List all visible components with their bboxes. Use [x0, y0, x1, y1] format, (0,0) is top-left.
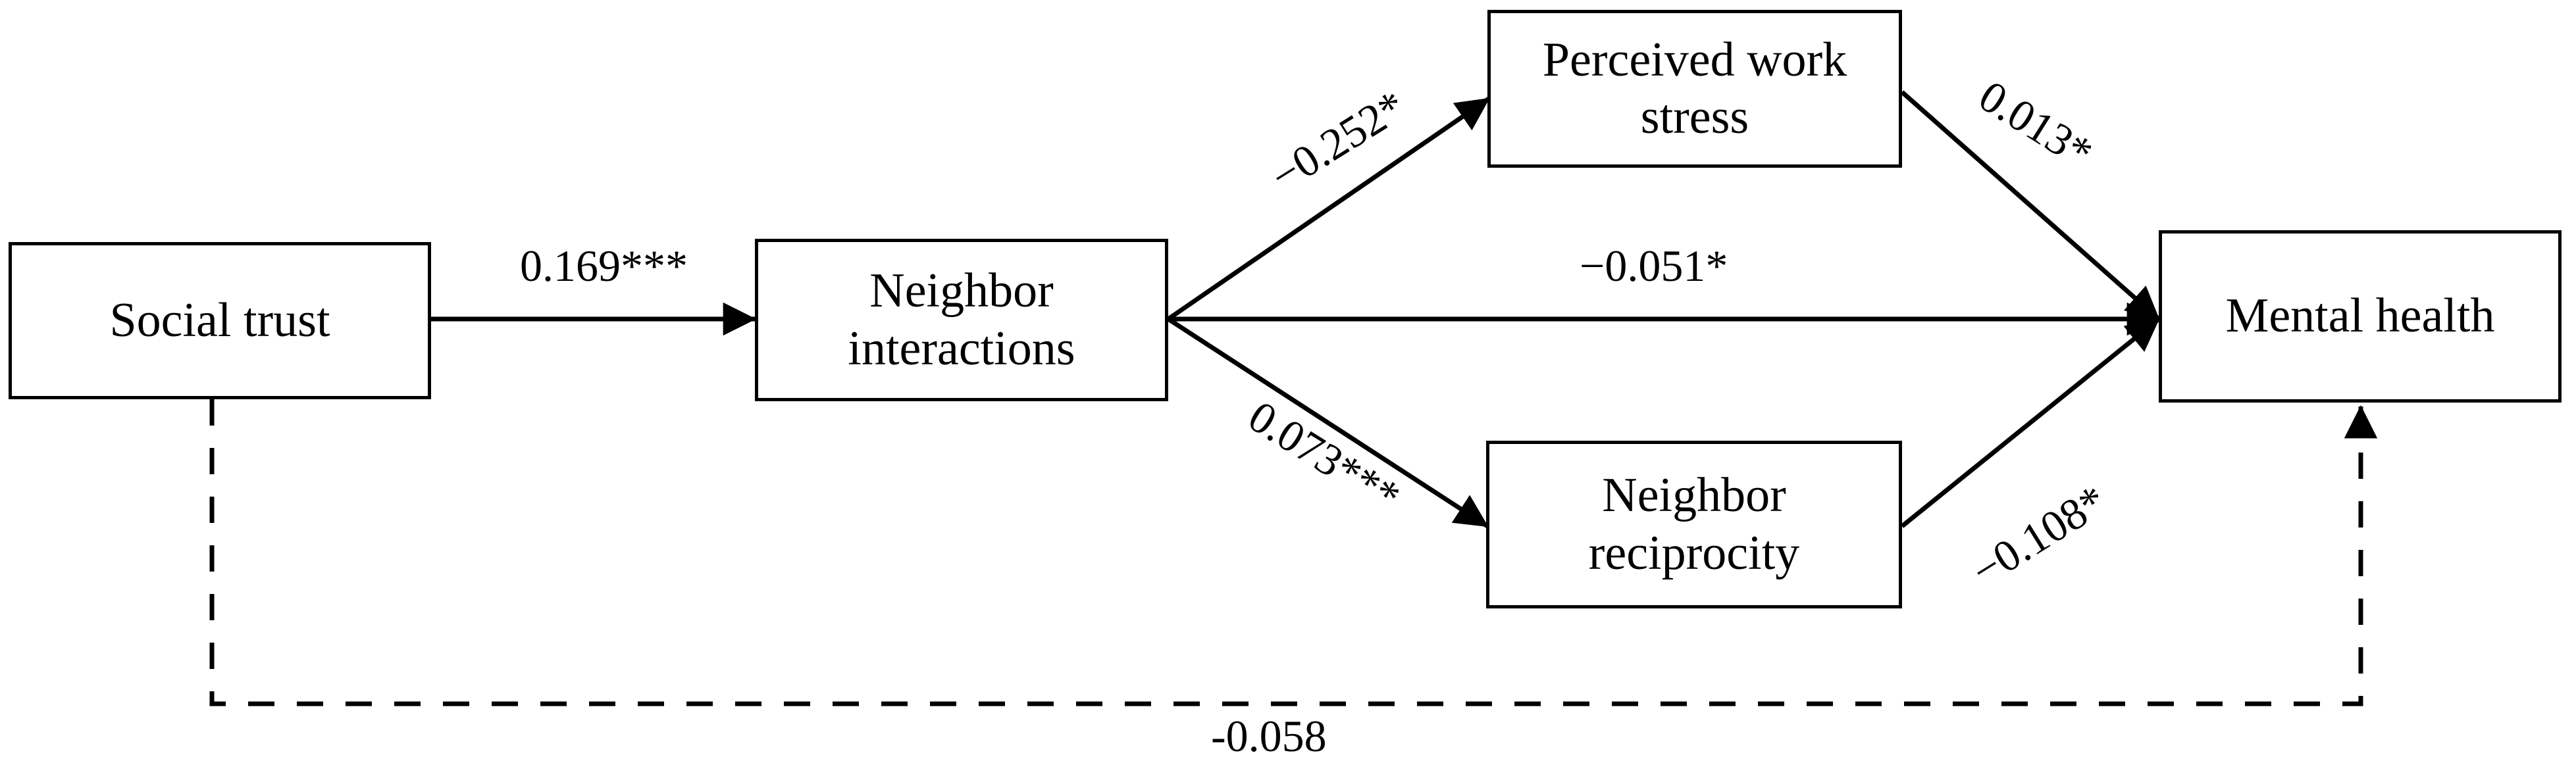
- node-neighbor-reciprocity[interactable]: Neighbor reciprocity: [1486, 441, 1902, 608]
- node-neighbor-interactions[interactable]: Neighbor interactions: [755, 239, 1168, 401]
- edge-label-social-trust-to-mental-health-direct: -0.058: [1211, 711, 1327, 761]
- edge-line-neighbor-reciprocity-to-mental-health: [1900, 317, 2161, 528]
- node-label-neighbor-interactions: Neighbor interactions: [848, 264, 1075, 376]
- node-label-perceived-work-stress: Perceived work stress: [1542, 32, 1847, 144]
- node-mental-health[interactable]: Mental health: [2159, 230, 2562, 403]
- node-social-trust[interactable]: Social trust: [9, 242, 431, 399]
- edge-line-social-trust-to-mental-health-direct: [209, 399, 2378, 706]
- edge-label-neighbor-interactions-to-mental-health: −0.051*: [1580, 241, 1728, 291]
- node-perceived-work-stress[interactable]: Perceived work stress: [1487, 10, 1902, 168]
- edge-line-neighbor-interactions-to-neighbor-reciprocity: [1167, 317, 1489, 528]
- node-label-social-trust: Social trust: [109, 293, 330, 347]
- edge-label-social-trust-to-neighbor-interactions: 0.169***: [520, 241, 688, 291]
- node-label-neighbor-reciprocity: Neighbor reciprocity: [1588, 468, 1800, 580]
- edge-line-perceived-work-stress-to-mental-health: [1900, 90, 2161, 321]
- node-label-mental-health: Mental health: [2225, 289, 2495, 343]
- edge-line-neighbor-interactions-to-perceived-work-stress: [1167, 97, 1490, 321]
